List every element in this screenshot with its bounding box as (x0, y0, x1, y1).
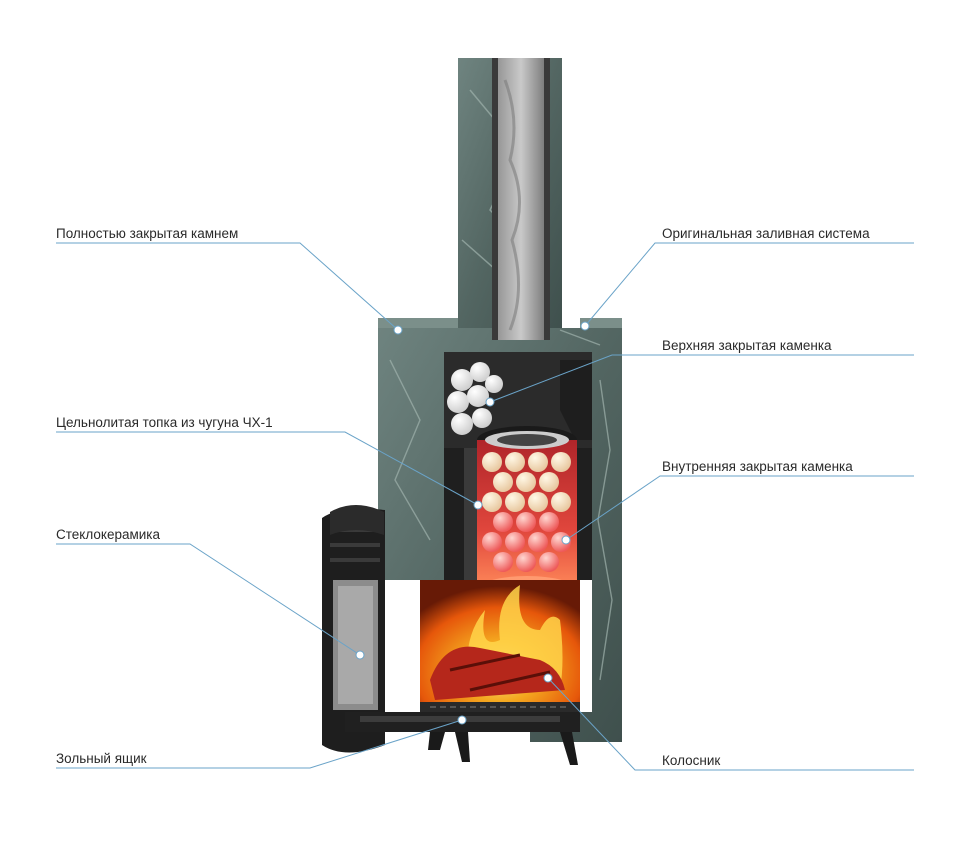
heater-stones (482, 452, 571, 572)
heater-stone (493, 472, 513, 492)
heater-stone (539, 472, 559, 492)
heater-stone (505, 492, 525, 512)
label-ash-box: Зольный ящик (56, 751, 147, 766)
leader-pour-system (584, 242, 914, 327)
leader-lines (56, 242, 914, 771)
heater-stone (505, 532, 525, 552)
front-door-frame (322, 505, 385, 753)
label-grate: Колосник (662, 753, 721, 768)
fire-chamber (420, 580, 580, 702)
leader-grate (547, 677, 914, 771)
heater-stone (528, 452, 548, 472)
heater-stone (539, 552, 559, 572)
heater-stone (482, 532, 502, 552)
grate (420, 702, 580, 712)
stove-legs (428, 732, 578, 765)
label-pour-system: Оригинальная заливная система (662, 226, 870, 241)
label-inner-heater: Внутренняя закрытая каменка (662, 459, 853, 474)
leader-inner-heater (565, 475, 914, 541)
label-stone-cladding: Полностью закрытая камнем (56, 226, 239, 241)
heater-stone (516, 512, 536, 532)
leader-stone-cladding (56, 242, 399, 331)
heater-stone (551, 452, 571, 472)
heater-stone (493, 512, 513, 532)
stone-cladding-body (378, 318, 622, 742)
label-glass-ceramic: Стеклокерамика (56, 527, 160, 542)
heater-stone (528, 532, 548, 552)
label-cast-firebox: Цельнолитая топка из чугуна ЧХ-1 (56, 415, 273, 430)
heater-stone (539, 512, 559, 532)
leader-ash-box (56, 719, 463, 769)
heater-stone (551, 492, 571, 512)
leader-dots (355, 321, 590, 725)
label-upper-heater: Верхняя закрытая каменка (662, 338, 832, 353)
heater-stone (505, 452, 525, 472)
leader-upper-heater (489, 354, 914, 403)
heater-stone (516, 472, 536, 492)
heater-stone (482, 452, 502, 472)
heater-stone (528, 492, 548, 512)
chimney-pipe (492, 58, 550, 388)
leader-glass-ceramic (56, 543, 361, 656)
heater-stone (493, 552, 513, 572)
heater-stone (482, 492, 502, 512)
leader-cast-firebox (56, 431, 479, 506)
heater-stone (516, 552, 536, 572)
